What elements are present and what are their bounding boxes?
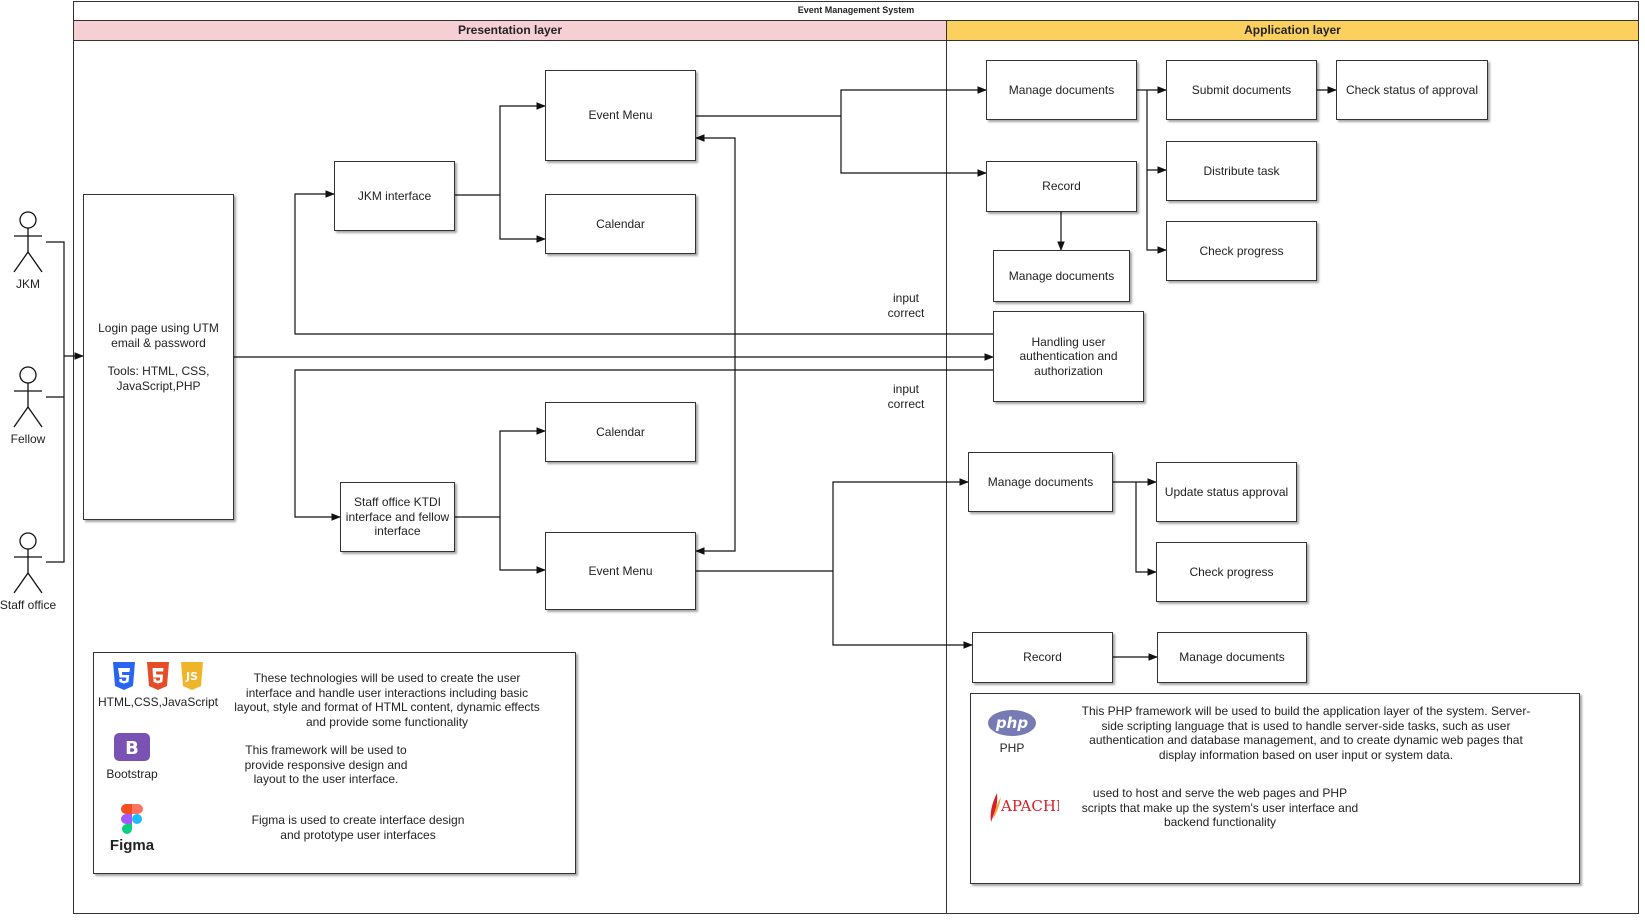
diagram-title: Event Management System bbox=[797, 5, 915, 15]
presentation-tech-legend: JS HTML,CSS,JavaScript These technologie… bbox=[93, 652, 576, 874]
login-page-box[interactable]: Login page using UTM email & password To… bbox=[83, 194, 234, 520]
svg-text:B: B bbox=[125, 738, 139, 759]
actor-staff-office-icon bbox=[13, 532, 43, 594]
javascript-icon: JS bbox=[181, 662, 203, 690]
bootstrap-group: B Bootstrap bbox=[102, 731, 162, 781]
input-correct-label-1: input correct bbox=[887, 291, 925, 320]
apache-icon: APACHE bbox=[990, 793, 1067, 822]
record-box-1[interactable]: Record bbox=[986, 161, 1137, 212]
svg-text:JS: JS bbox=[185, 670, 198, 683]
apache-logo-text: APACHE bbox=[1000, 797, 1059, 815]
manage-documents-box-1[interactable]: Manage documents bbox=[986, 60, 1137, 120]
bootstrap-icon: B bbox=[114, 733, 150, 761]
php-group: php PHP bbox=[985, 708, 1039, 755]
login-description: Login page using UTM email & password bbox=[98, 321, 219, 350]
check-progress-box-2[interactable]: Check progress bbox=[1156, 542, 1307, 602]
check-status-approval-box[interactable]: Check status of approval bbox=[1336, 60, 1488, 120]
distribute-task-box[interactable]: Distribute task bbox=[1166, 141, 1317, 201]
bootstrap-label: Bootstrap bbox=[106, 767, 158, 781]
event-menu-top-box[interactable]: Event Menu bbox=[545, 70, 696, 161]
jkm-interface-box[interactable]: JKM interface bbox=[334, 161, 455, 231]
manage-documents-box-3[interactable]: Manage documents bbox=[968, 452, 1113, 512]
application-tech-legend: php PHP This PHP framework will be used … bbox=[970, 693, 1580, 884]
input-correct-label-2: input correct bbox=[887, 382, 925, 411]
apache-group: APACHE bbox=[981, 789, 1067, 828]
html5-icon bbox=[147, 662, 169, 690]
php-logo-text: php bbox=[995, 714, 1028, 732]
php-icon: php bbox=[988, 710, 1036, 736]
record-box-2[interactable]: Record bbox=[972, 632, 1113, 683]
apache-description: used to host and serve the web pages and… bbox=[1081, 786, 1359, 829]
actor-fellow-label: Fellow bbox=[10, 432, 46, 446]
submit-documents-box[interactable]: Submit documents bbox=[1166, 60, 1317, 120]
actor-jkm-icon bbox=[13, 211, 43, 273]
calendar-top-box[interactable]: Calendar bbox=[545, 194, 696, 254]
figma-description: Figma is used to create interface design… bbox=[251, 813, 465, 842]
update-status-approval-box[interactable]: Update status approval bbox=[1156, 462, 1297, 522]
staff-office-interface-box[interactable]: Staff office KTDI interface and fellow i… bbox=[340, 482, 455, 552]
actor-fellow-icon bbox=[13, 366, 43, 428]
check-progress-box-1[interactable]: Check progress bbox=[1166, 221, 1317, 281]
css3-icon bbox=[113, 662, 135, 690]
manage-documents-box-4[interactable]: Manage documents bbox=[1157, 632, 1307, 683]
web-tech-group: JS HTML,CSS,JavaScript bbox=[96, 661, 220, 709]
web-tech-description: These technologies will be used to creat… bbox=[234, 671, 540, 729]
figma-group: Figma bbox=[102, 803, 162, 854]
php-label: PHP bbox=[999, 741, 1025, 755]
login-tools: Tools: HTML, CSS, JavaScript,PHP bbox=[107, 364, 210, 393]
web-tech-label: HTML,CSS,JavaScript bbox=[97, 695, 219, 709]
lane-divider bbox=[946, 20, 947, 914]
presentation-lane-header: Presentation layer bbox=[73, 20, 947, 41]
php-description: This PHP framework will be used to build… bbox=[1081, 704, 1531, 762]
figma-label: Figma bbox=[109, 837, 155, 854]
authentication-box[interactable]: Handling user authentication and authori… bbox=[993, 311, 1144, 402]
actor-staff-office-label: Staff office bbox=[0, 598, 57, 612]
manage-documents-box-2[interactable]: Manage documents bbox=[993, 250, 1130, 302]
bootstrap-description: This framework will be used to provide r… bbox=[244, 743, 408, 786]
actor-staff-office: Staff office bbox=[0, 531, 58, 612]
actor-jkm: JKM bbox=[0, 210, 58, 291]
event-menu-bottom-box[interactable]: Event Menu bbox=[545, 532, 696, 610]
calendar-bottom-box[interactable]: Calendar bbox=[545, 402, 696, 462]
actor-jkm-label: JKM bbox=[16, 277, 40, 291]
actor-fellow: Fellow bbox=[0, 365, 58, 446]
application-lane-header: Application layer bbox=[946, 20, 1639, 41]
figma-icon bbox=[121, 804, 143, 834]
